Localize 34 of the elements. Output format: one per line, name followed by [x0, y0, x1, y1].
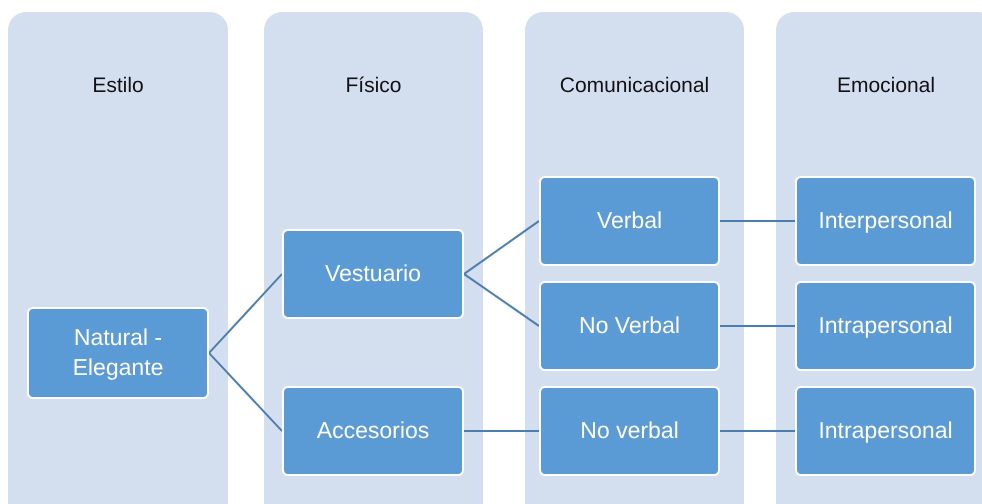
connector-line	[463, 273, 540, 327]
process-box	[795, 281, 976, 371]
column-band	[8, 12, 228, 504]
column-band	[776, 12, 982, 504]
process-box	[282, 386, 464, 476]
process-box	[795, 176, 976, 266]
process-box	[539, 386, 720, 476]
connector-line	[464, 430, 539, 432]
connector-line	[720, 325, 795, 327]
box-label: Natural - Elegante	[72, 323, 164, 382]
connector-line	[720, 220, 795, 222]
process-box	[539, 176, 720, 266]
process-box	[282, 229, 464, 319]
column-band	[264, 12, 483, 504]
box-label: Intrapersonal	[818, 311, 953, 340]
connector-line	[463, 220, 540, 275]
box-label: Intrapersonal	[818, 416, 953, 446]
box-label: No verbal	[580, 416, 679, 446]
column-heading: Comunicacional	[558, 74, 710, 98]
connector-line	[208, 352, 283, 432]
box-label: Verbal	[596, 206, 662, 236]
process-box	[539, 281, 720, 371]
box-label: No Verbal	[578, 311, 680, 340]
box-label: Accesorios	[316, 416, 430, 446]
process-box	[27, 307, 209, 399]
connector-line	[208, 273, 283, 354]
box-label: Interpersonal	[818, 206, 953, 236]
column-band	[525, 12, 744, 504]
column-heading: Emocional	[836, 74, 936, 98]
column-heading: Estilo	[91, 74, 145, 98]
process-box	[795, 386, 976, 476]
box-label: Vestuario	[325, 259, 421, 288]
column-heading: Físico	[344, 74, 402, 98]
connector-line	[720, 430, 795, 432]
